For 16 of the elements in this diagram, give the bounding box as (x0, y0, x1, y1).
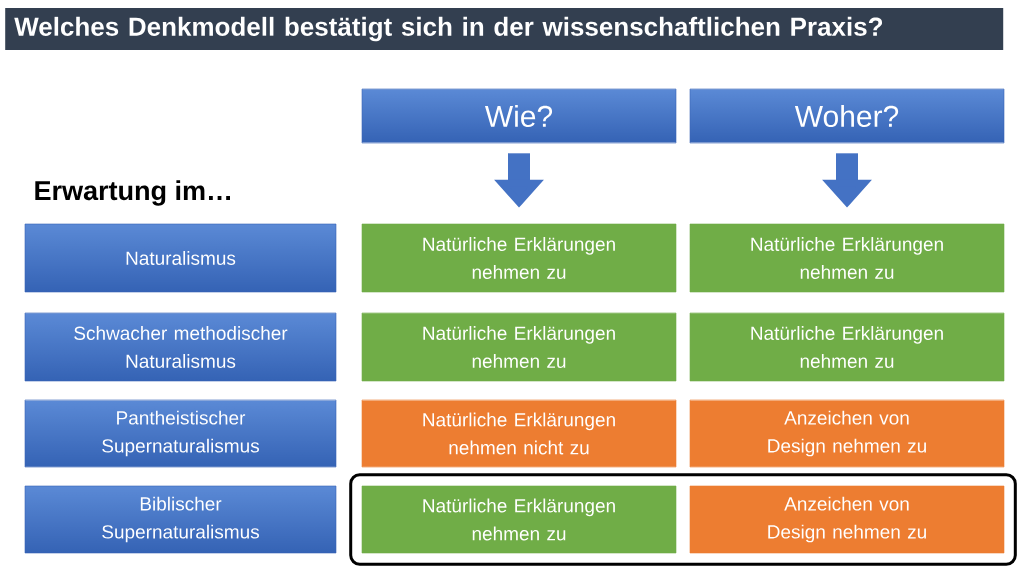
column-header: Wie? (361, 88, 677, 144)
category-box: Biblischer Supernaturalismus (24, 485, 337, 554)
result-box: Natürliche Erklärungen nehmen nicht zu (361, 399, 677, 468)
result-box: Natürliche Erklärungen nehmen zu (689, 312, 1005, 382)
result-box: Anzeichen von Design nehmen zu (689, 399, 1005, 468)
category-box: Pantheistischer Supernaturalismus (24, 399, 337, 468)
highlight-frame (349, 473, 1017, 566)
result-box: Natürliche Erklärungen nehmen zu (361, 312, 677, 382)
title-bar: Welches Denkmodell bestätigt sich in der wissenschaftlichen Praxis? (5, 8, 1004, 50)
result-box: Natürliche Erklärungen nehmen zu (361, 223, 677, 293)
category-box: Schwacher methodischer Naturalismus (24, 312, 337, 382)
result-box: Natürliche Erklärungen nehmen zu (689, 223, 1005, 293)
category-box: Naturalismus (24, 223, 337, 293)
result-box: Natürliche Erklärungen nehmen zu (361, 485, 677, 554)
result-box: Anzeichen von Design nehmen zu (689, 485, 1005, 554)
column-header: Woher? (689, 88, 1005, 144)
